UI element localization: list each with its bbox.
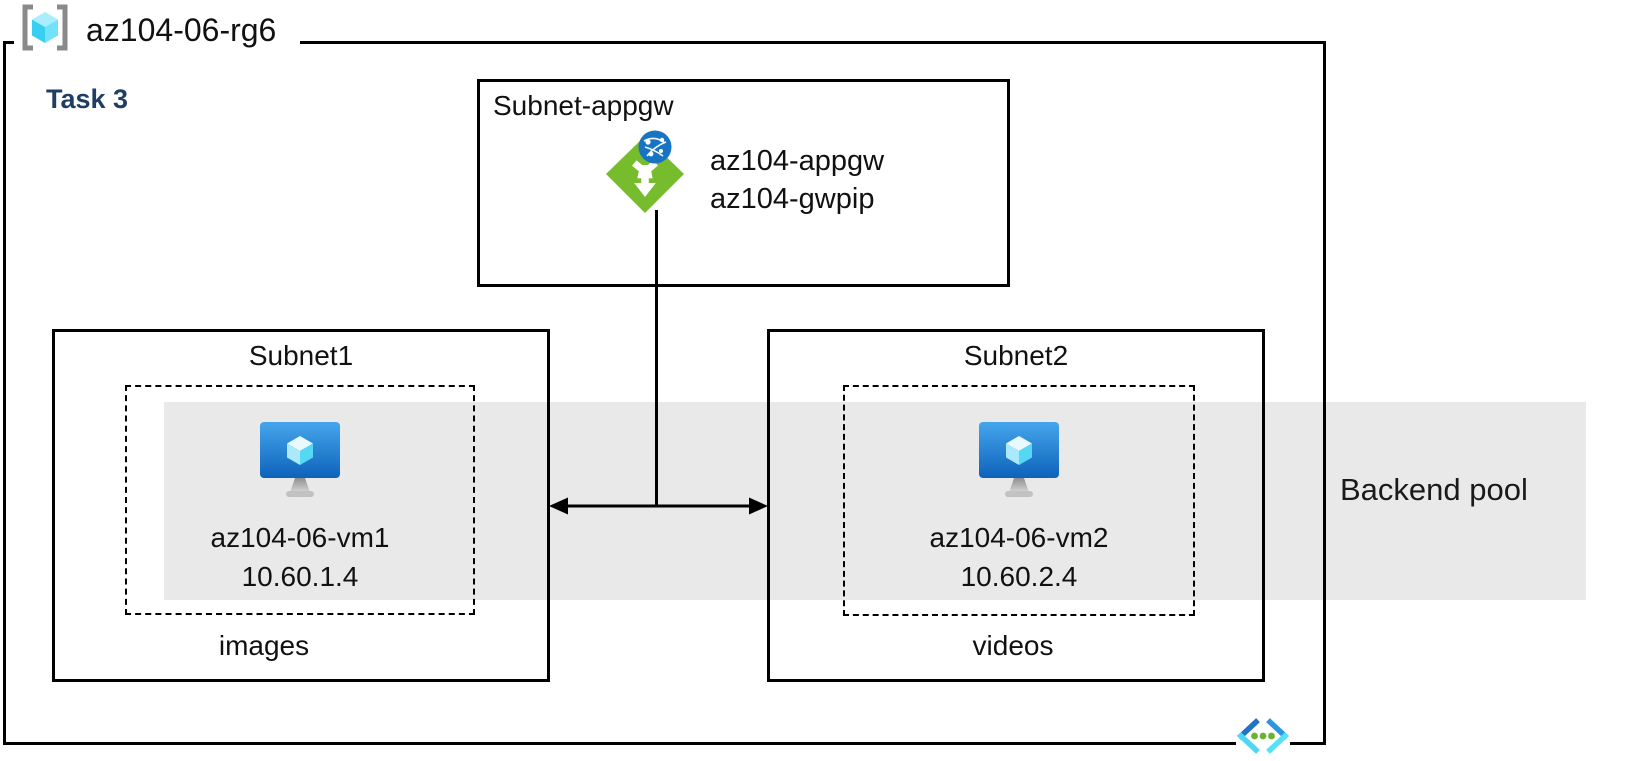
virtual-network-icon xyxy=(1236,716,1290,756)
vm1-name: az104-06-vm1 xyxy=(210,522,390,553)
subnet1-vm-dashed-box xyxy=(125,385,475,615)
application-gateway-labels: az104-appgw az104-gwpip xyxy=(710,142,884,218)
application-gateway-icon xyxy=(603,127,687,217)
subnet2-title: Subnet2 xyxy=(963,340,1069,371)
subnet1-title: Subnet1 xyxy=(248,340,354,371)
task-label: Task 3 xyxy=(46,84,129,114)
backend-pool-band xyxy=(164,402,1586,600)
resource-group-icon xyxy=(18,3,72,52)
vm2-ip: 10.60.2.4 xyxy=(960,561,1078,592)
subnet1-caption: images xyxy=(218,630,310,661)
connector-double-arrow xyxy=(548,492,769,520)
resource-group-border xyxy=(3,41,1326,745)
resource-group-border-gap xyxy=(14,38,300,47)
vm1-ip: 10.60.1.4 xyxy=(241,561,359,592)
subnet-appgw-box xyxy=(477,79,1010,287)
subnet2-vm-dashed-box xyxy=(843,385,1195,616)
subnet1-vm-labels: az104-06-vm1 10.60.1.4 xyxy=(150,518,450,596)
subnet-appgw-title: Subnet-appgw xyxy=(493,90,674,121)
vm2-name: az104-06-vm2 xyxy=(929,522,1109,553)
resource-group-name: az104-06-rg6 xyxy=(86,12,277,48)
virtual-machine-icon xyxy=(977,420,1061,500)
virtual-machine-icon xyxy=(258,420,342,500)
subnet1-box xyxy=(52,329,550,682)
subnet2-caption: videos xyxy=(972,630,1054,661)
connector-vertical-line xyxy=(655,210,658,506)
gateway-public-ip-name: az104-gwpip xyxy=(710,183,875,215)
application-gateway-name: az104-appgw xyxy=(710,145,885,177)
subnet2-box xyxy=(767,329,1265,682)
subnet2-vm-labels: az104-06-vm2 10.60.2.4 xyxy=(869,518,1169,596)
backend-pool-label: Backend pool xyxy=(1340,472,1528,507)
